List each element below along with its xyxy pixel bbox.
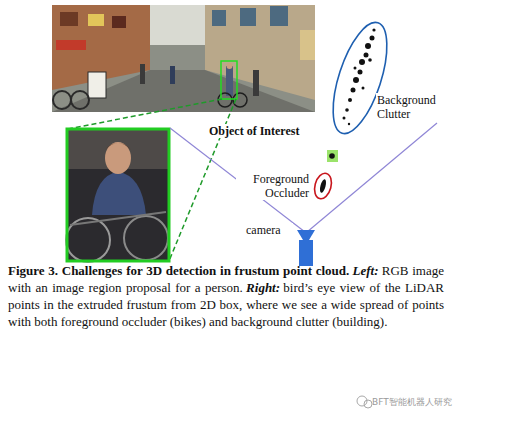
sidewalk-board: [88, 72, 106, 98]
person-face: [105, 142, 131, 174]
caption-part: Right:: [246, 280, 280, 295]
awning: [56, 40, 86, 50]
window: [60, 12, 78, 26]
photo-ground: [52, 5, 315, 112]
zoom-crop: [66, 129, 169, 262]
bike-wheel: [71, 91, 89, 109]
window: [212, 10, 226, 26]
bike-wheel: [53, 91, 71, 109]
watermark-icon: [364, 400, 372, 408]
clutter-points: [343, 28, 376, 125]
clutter-ellipse: [322, 16, 398, 139]
right-building: [205, 5, 315, 100]
frustum-edge: [307, 123, 437, 232]
pedestrian: [170, 66, 175, 84]
pedestrian: [140, 64, 145, 84]
object-points: [329, 153, 335, 159]
person-head: [227, 63, 233, 69]
crop-ground: [67, 129, 169, 261]
window: [112, 16, 126, 28]
pedestrian: [253, 70, 259, 96]
region-label: Foreground Occluder: [236, 172, 310, 200]
sign: [300, 30, 315, 60]
region-label: Background Clutter: [376, 93, 448, 121]
camera-body: [299, 240, 313, 266]
watermark: BFT智能机器人研究: [371, 395, 513, 409]
person-hair: [105, 143, 131, 150]
device-label: camera: [245, 223, 293, 237]
region-label: Object of Interest: [208, 124, 320, 138]
caption-part: Left:: [353, 263, 379, 278]
occluder-points: [319, 179, 327, 194]
camera-lens: [297, 230, 315, 240]
bike-wheel: [124, 216, 168, 260]
figure-caption: Figure 3. Challenges for 3D detection in…: [8, 263, 349, 278]
window: [270, 6, 288, 26]
zoom-leader: [68, 99, 222, 129]
crop-border: [67, 129, 169, 261]
person-body: [92, 172, 146, 215]
proposal-box: [221, 61, 237, 99]
person: [226, 66, 233, 96]
caption-block: Figure 3. Challenges for 3D detection in…: [8, 262, 444, 330]
rgb-photo: [52, 5, 315, 112]
object-box: [327, 150, 338, 162]
occluder-ellipse: [312, 171, 334, 200]
street: [52, 70, 315, 112]
window: [240, 8, 256, 26]
bike-frame: [70, 212, 166, 225]
sign: [88, 14, 104, 26]
